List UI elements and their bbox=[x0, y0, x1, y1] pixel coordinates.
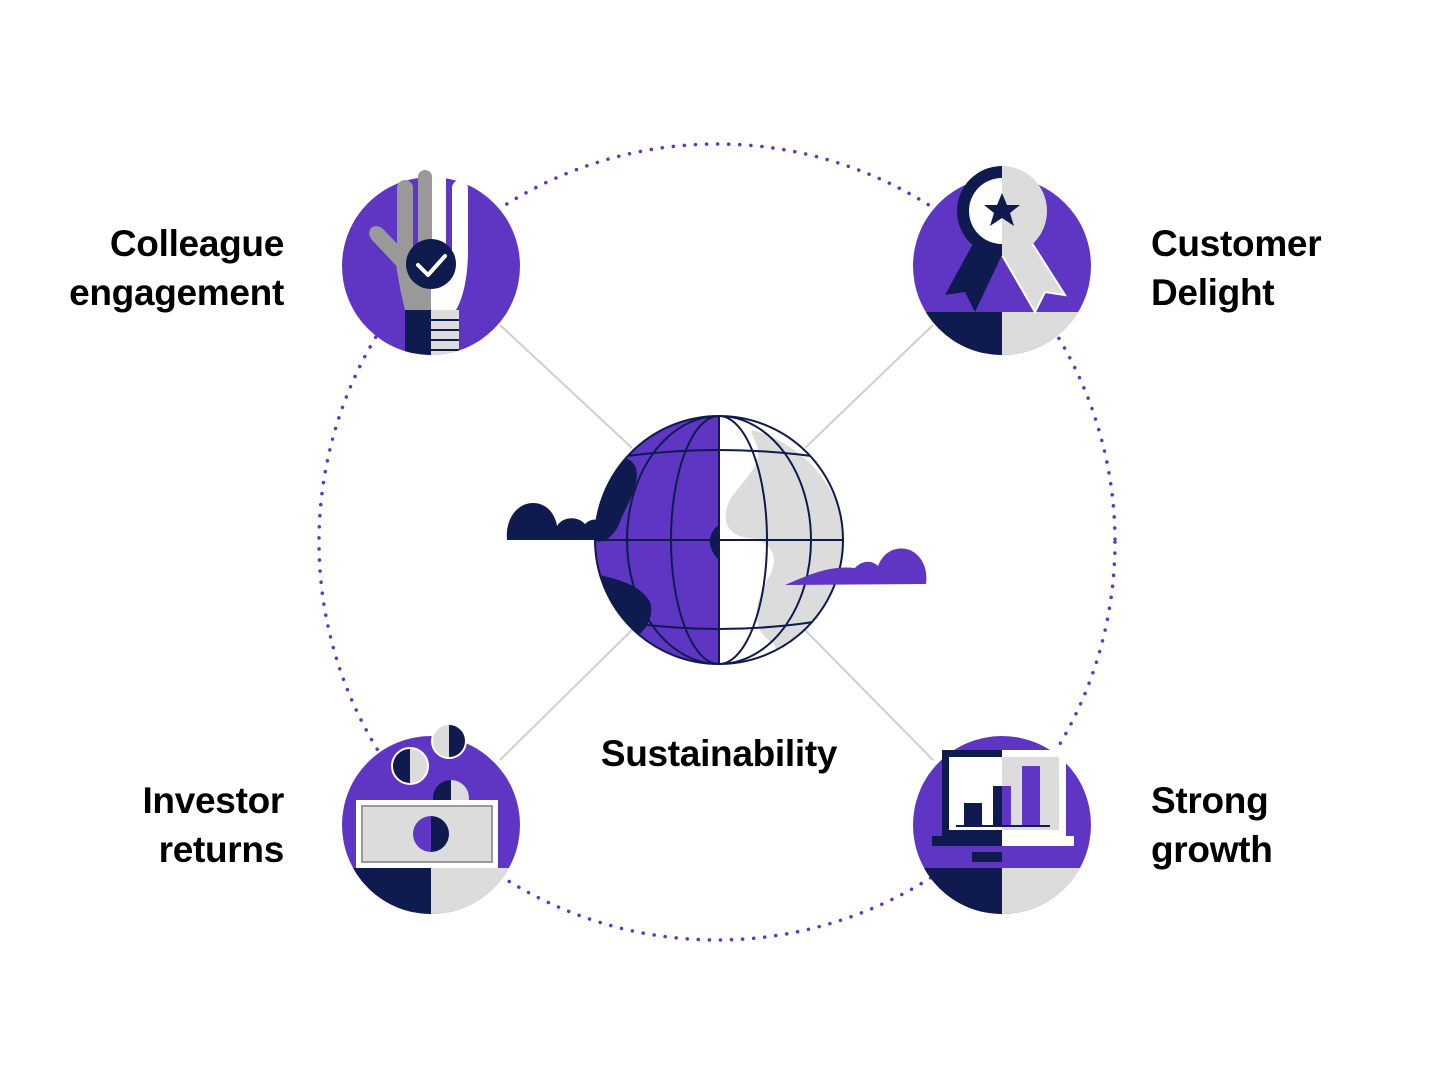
connector-top-right bbox=[804, 324, 934, 449]
label-line: returns bbox=[158, 829, 285, 870]
label-customer-delight: Customer Delight bbox=[1151, 219, 1322, 317]
label-sustainability: Sustainability bbox=[569, 729, 869, 778]
label-line: Colleague bbox=[109, 223, 284, 264]
label-line: engagement bbox=[69, 272, 284, 313]
award-ribbon-icon bbox=[913, 166, 1091, 355]
connector-bottom-left bbox=[499, 629, 633, 761]
center-label: Sustainability bbox=[600, 733, 838, 774]
label-strong-growth: Strong growth bbox=[1151, 776, 1273, 874]
connector-lines bbox=[499, 324, 934, 761]
label-line: growth bbox=[1151, 829, 1273, 870]
laptop-bar-chart-icon bbox=[913, 736, 1091, 914]
label-investor-returns: Investor returns bbox=[142, 776, 284, 874]
label-line: Customer bbox=[1151, 223, 1322, 264]
raised-hand-check-icon bbox=[342, 170, 520, 355]
star-icon bbox=[984, 193, 1020, 226]
label-colleague-engagement: Colleague engagement bbox=[69, 219, 284, 317]
connector-bottom-right bbox=[804, 629, 934, 761]
globe-icon bbox=[506, 415, 927, 665]
cloud-right-icon bbox=[785, 548, 927, 585]
connector-top-left bbox=[499, 324, 633, 449]
label-line: Delight bbox=[1151, 272, 1275, 313]
check-badge-icon bbox=[406, 239, 456, 289]
label-line: Strong bbox=[1151, 780, 1269, 821]
coins-banknote-icon bbox=[342, 723, 520, 914]
label-line: Investor bbox=[142, 780, 284, 821]
cloud-left-icon bbox=[506, 503, 605, 540]
dotted-ring bbox=[317, 142, 1117, 942]
